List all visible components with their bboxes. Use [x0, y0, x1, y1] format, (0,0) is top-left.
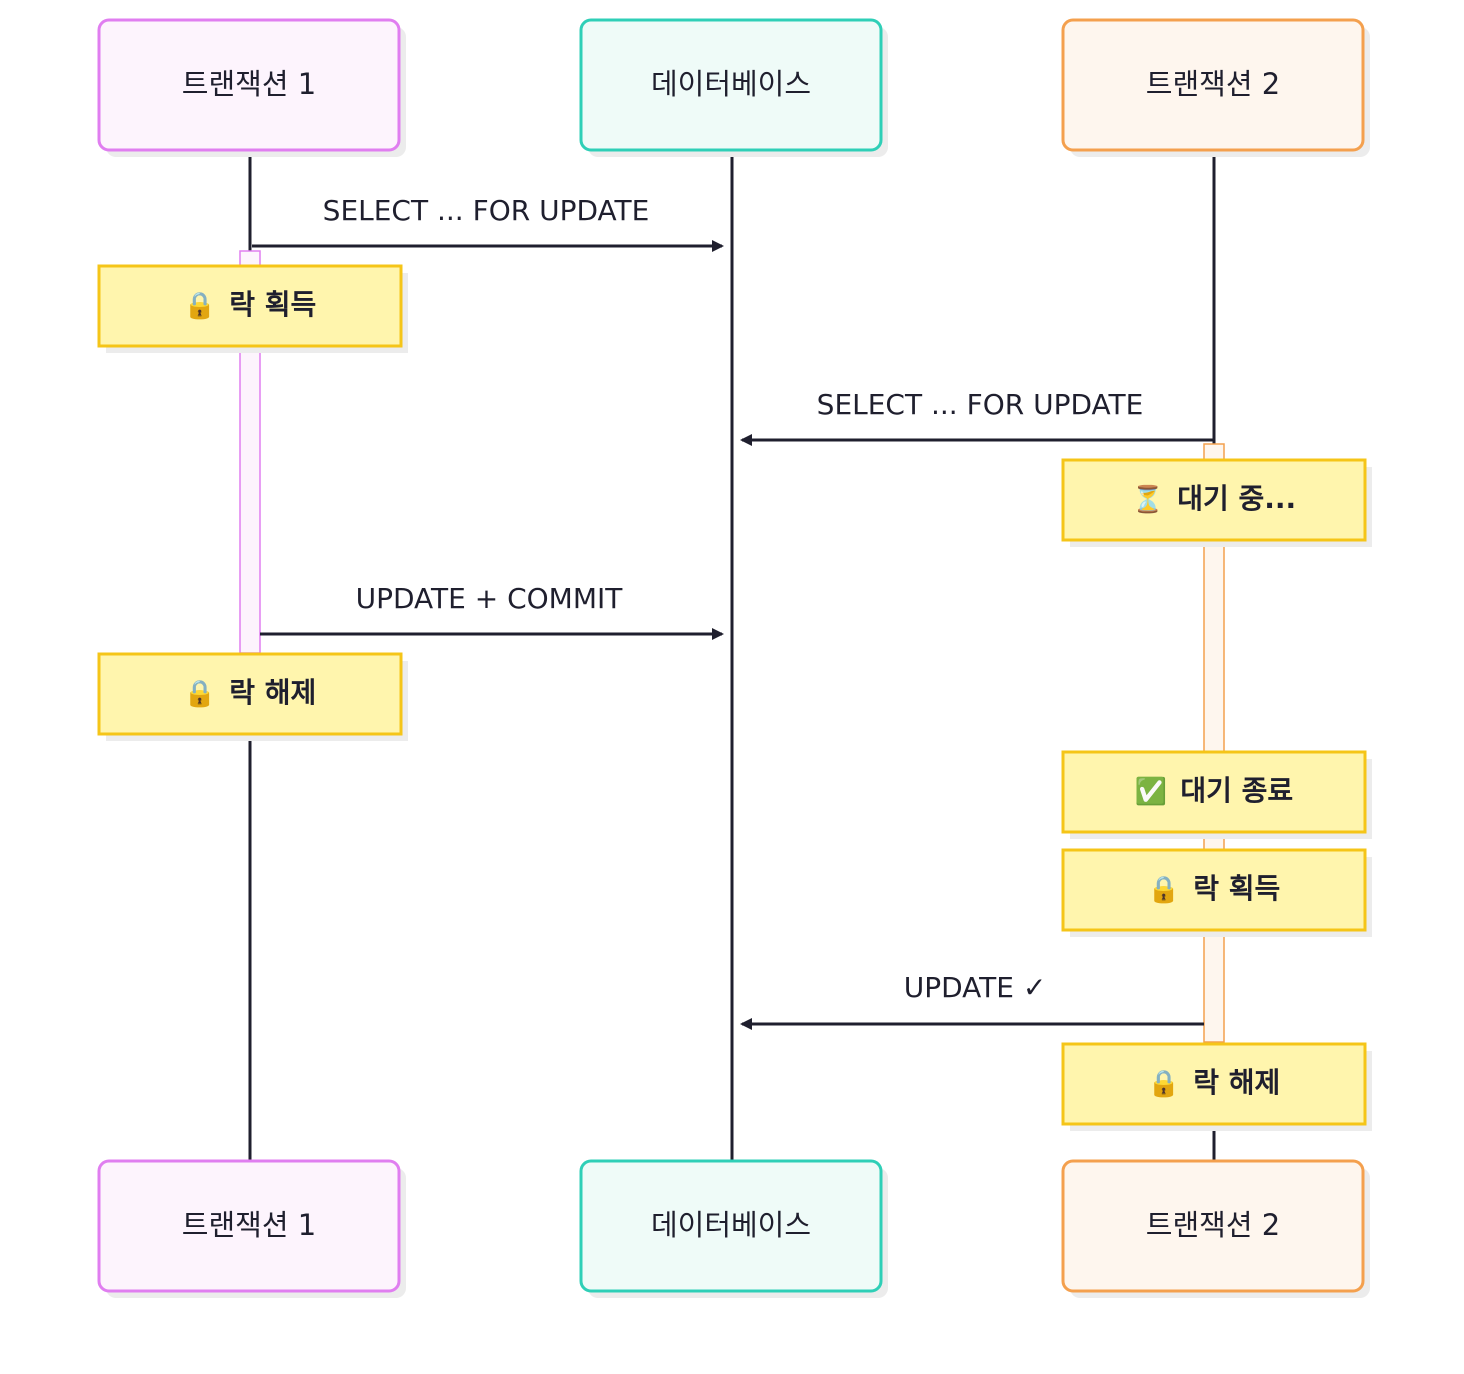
note-tx2-lock-release: 🔒 락 해제: [1061, 1042, 1372, 1131]
participant-database-bottom: 데이터베이스: [579, 1159, 888, 1298]
lock-icon: 🔒: [184, 291, 216, 321]
note-tx1-lock-release: 🔒 락 해제: [97, 652, 408, 741]
note-tx2-lock-acquire: 🔒 락 획득: [1061, 848, 1372, 937]
svg-text:🔒 락 해제: 🔒 락 해제: [184, 676, 317, 709]
note-label: 락 획득: [1193, 872, 1280, 905]
message-label: UPDATE ✓: [904, 971, 1047, 1004]
svg-text:⏳ 대기 중...: ⏳ 대기 중...: [1132, 482, 1296, 515]
message-1: SELECT ... FOR UPDATE: [252, 194, 724, 252]
message-label: UPDATE + COMMIT: [356, 582, 624, 615]
note-tx2-waiting: ⏳ 대기 중...: [1061, 458, 1372, 547]
hourglass-icon: ⏳: [1132, 484, 1164, 515]
note-label: 대기 중...: [1177, 482, 1296, 515]
message-4: UPDATE ✓: [740, 971, 1204, 1030]
note-label: 락 해제: [229, 676, 316, 709]
svg-text:✅ 대기 종료: ✅ 대기 종료: [1135, 774, 1293, 807]
message-label: SELECT ... FOR UPDATE: [323, 194, 650, 227]
participant-label: 트랜잭션 2: [1146, 67, 1280, 101]
message-label: SELECT ... FOR UPDATE: [817, 388, 1144, 421]
message-3: UPDATE + COMMIT: [260, 582, 724, 640]
participant-transaction-2-top: 트랜잭션 2: [1061, 18, 1370, 157]
lock-icon: 🔒: [1148, 875, 1180, 905]
participant-label: 트랜잭션 1: [182, 67, 316, 101]
svg-text:🔒 락 획득: 🔒 락 획득: [1148, 872, 1281, 905]
check-icon: ✅: [1135, 776, 1167, 807]
lock-icon: 🔒: [184, 679, 216, 709]
participant-label: 데이터베이스: [651, 67, 811, 101]
note-label: 락 획득: [229, 288, 316, 321]
note-tx1-lock-acquire: 🔒 락 획득: [97, 264, 408, 353]
note-label: 락 해제: [1193, 1066, 1280, 1099]
participant-transaction-1-bottom: 트랜잭션 1: [97, 1159, 406, 1298]
participant-transaction-2-bottom: 트랜잭션 2: [1061, 1159, 1370, 1298]
participant-database-top: 데이터베이스: [579, 18, 888, 157]
participant-label: 데이터베이스: [651, 1208, 811, 1242]
participant-label: 트랜잭션 1: [182, 1208, 316, 1242]
participant-label: 트랜잭션 2: [1146, 1208, 1280, 1242]
message-2: SELECT ... FOR UPDATE: [740, 388, 1214, 446]
svg-text:🔒 락 획득: 🔒 락 획득: [184, 288, 317, 321]
participant-transaction-1-top: 트랜잭션 1: [97, 18, 406, 157]
note-label: 대기 종료: [1180, 774, 1293, 807]
lock-icon: 🔒: [1148, 1069, 1180, 1099]
note-tx2-wait-done: ✅ 대기 종료: [1061, 750, 1372, 839]
svg-text:🔒 락 해제: 🔒 락 해제: [1148, 1066, 1281, 1099]
